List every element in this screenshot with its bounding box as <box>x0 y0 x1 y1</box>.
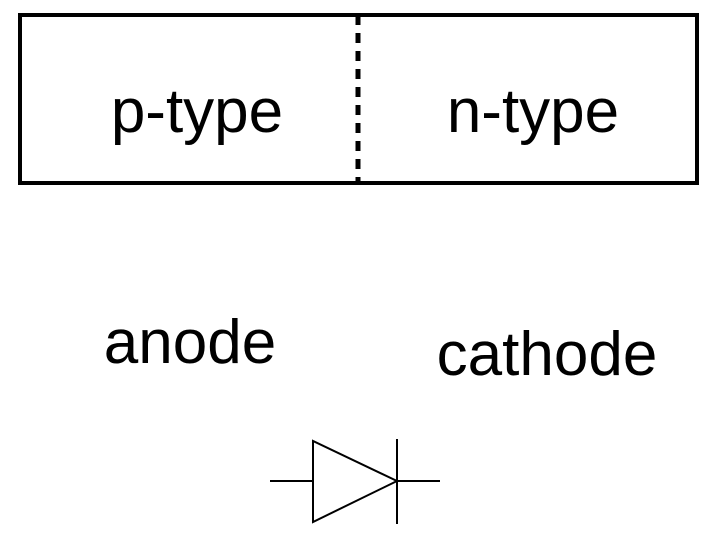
n-type-region-label: n-type <box>447 77 619 146</box>
cathode-label: cathode <box>437 320 658 389</box>
pn-junction-box: p-type n-type <box>18 13 699 185</box>
anode-label: anode <box>104 308 276 377</box>
diode-symbol-icon <box>270 439 440 524</box>
p-type-region-label: p-type <box>111 77 283 146</box>
diode-triangle <box>312 439 400 524</box>
